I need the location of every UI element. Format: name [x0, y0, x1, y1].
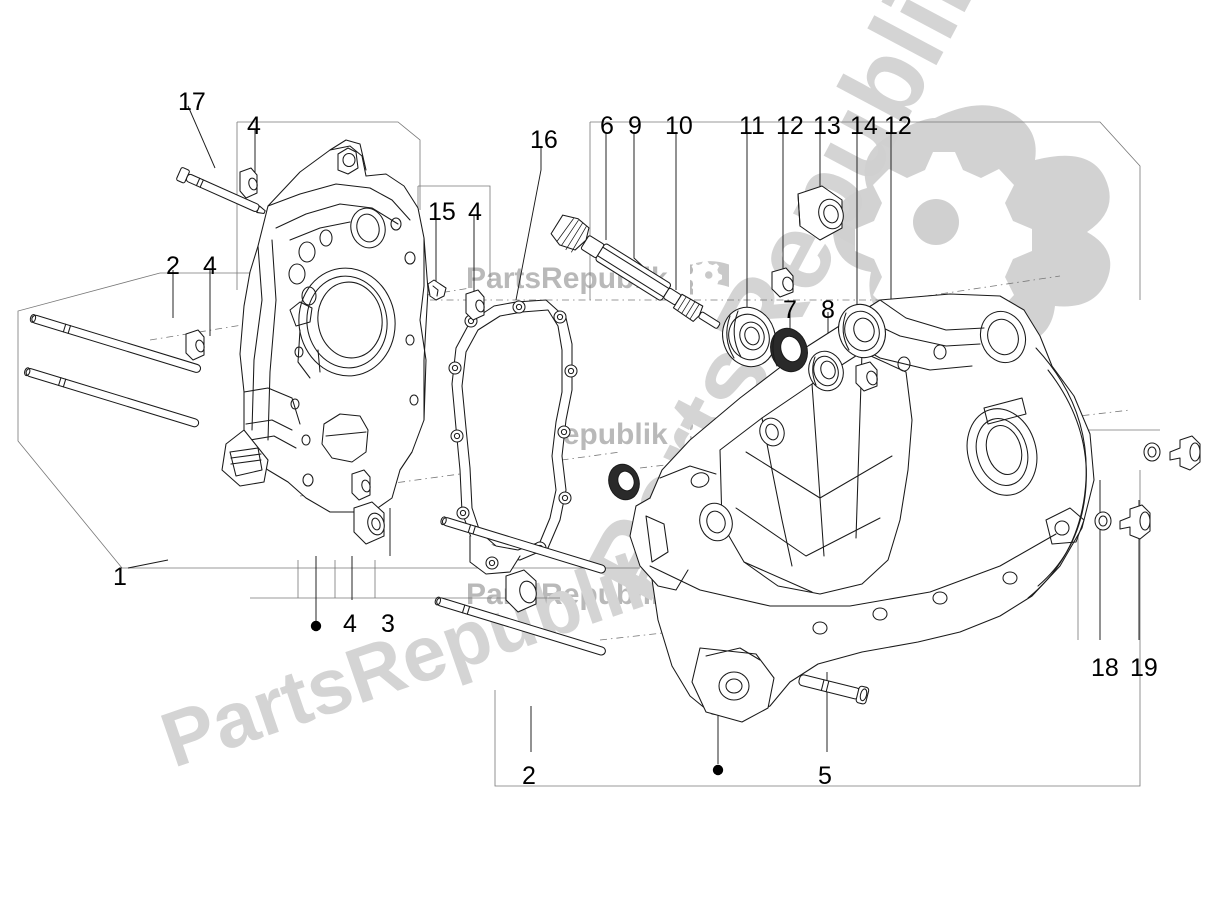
callout-ball-bearing-large[interactable]: 11: [739, 112, 765, 140]
callout-oil-seal[interactable]: 7: [783, 296, 797, 324]
callout-crankcase-gasket[interactable]: 16: [530, 126, 558, 154]
callout-gear-shaft[interactable]: 10: [665, 112, 693, 140]
watermark-text: PartsRepublik: [466, 578, 668, 611]
callout-spacer-bush[interactable]: 12: [776, 112, 804, 140]
callout-stud-bolt-short[interactable]: 3: [381, 610, 395, 638]
callout-oil-jet[interactable]: 15: [428, 198, 456, 226]
callout-dowel-pin[interactable]: 4: [343, 610, 357, 638]
callout-pivot-bolt[interactable]: 5: [818, 762, 832, 790]
callout-washer[interactable]: 18: [1091, 654, 1119, 682]
callout-stud-bolt[interactable]: 2: [522, 762, 536, 790]
callout-dowel-pin[interactable]: 4: [203, 252, 217, 280]
callout-stud-bolt[interactable]: 2: [166, 252, 180, 280]
callout-ball-bearing-small[interactable]: 8: [821, 296, 835, 324]
callout-roller-bush[interactable]: 13: [813, 112, 841, 140]
callout-crankcase-assembly[interactable]: 1: [113, 563, 127, 591]
callout-drive-shaft[interactable]: 6: [600, 112, 614, 140]
callout-drain-plug[interactable]: 19: [1130, 654, 1158, 682]
callout-ball-bearing[interactable]: 14: [850, 112, 878, 140]
callout-shaft-detail[interactable]: 9: [628, 112, 642, 140]
callout-long-bolt[interactable]: 17: [178, 88, 206, 116]
callout-dowel-pin[interactable]: 4: [468, 198, 482, 226]
callout-spacer-bush[interactable]: 12: [884, 112, 912, 140]
callout-dowel-pin[interactable]: 4: [247, 112, 261, 140]
